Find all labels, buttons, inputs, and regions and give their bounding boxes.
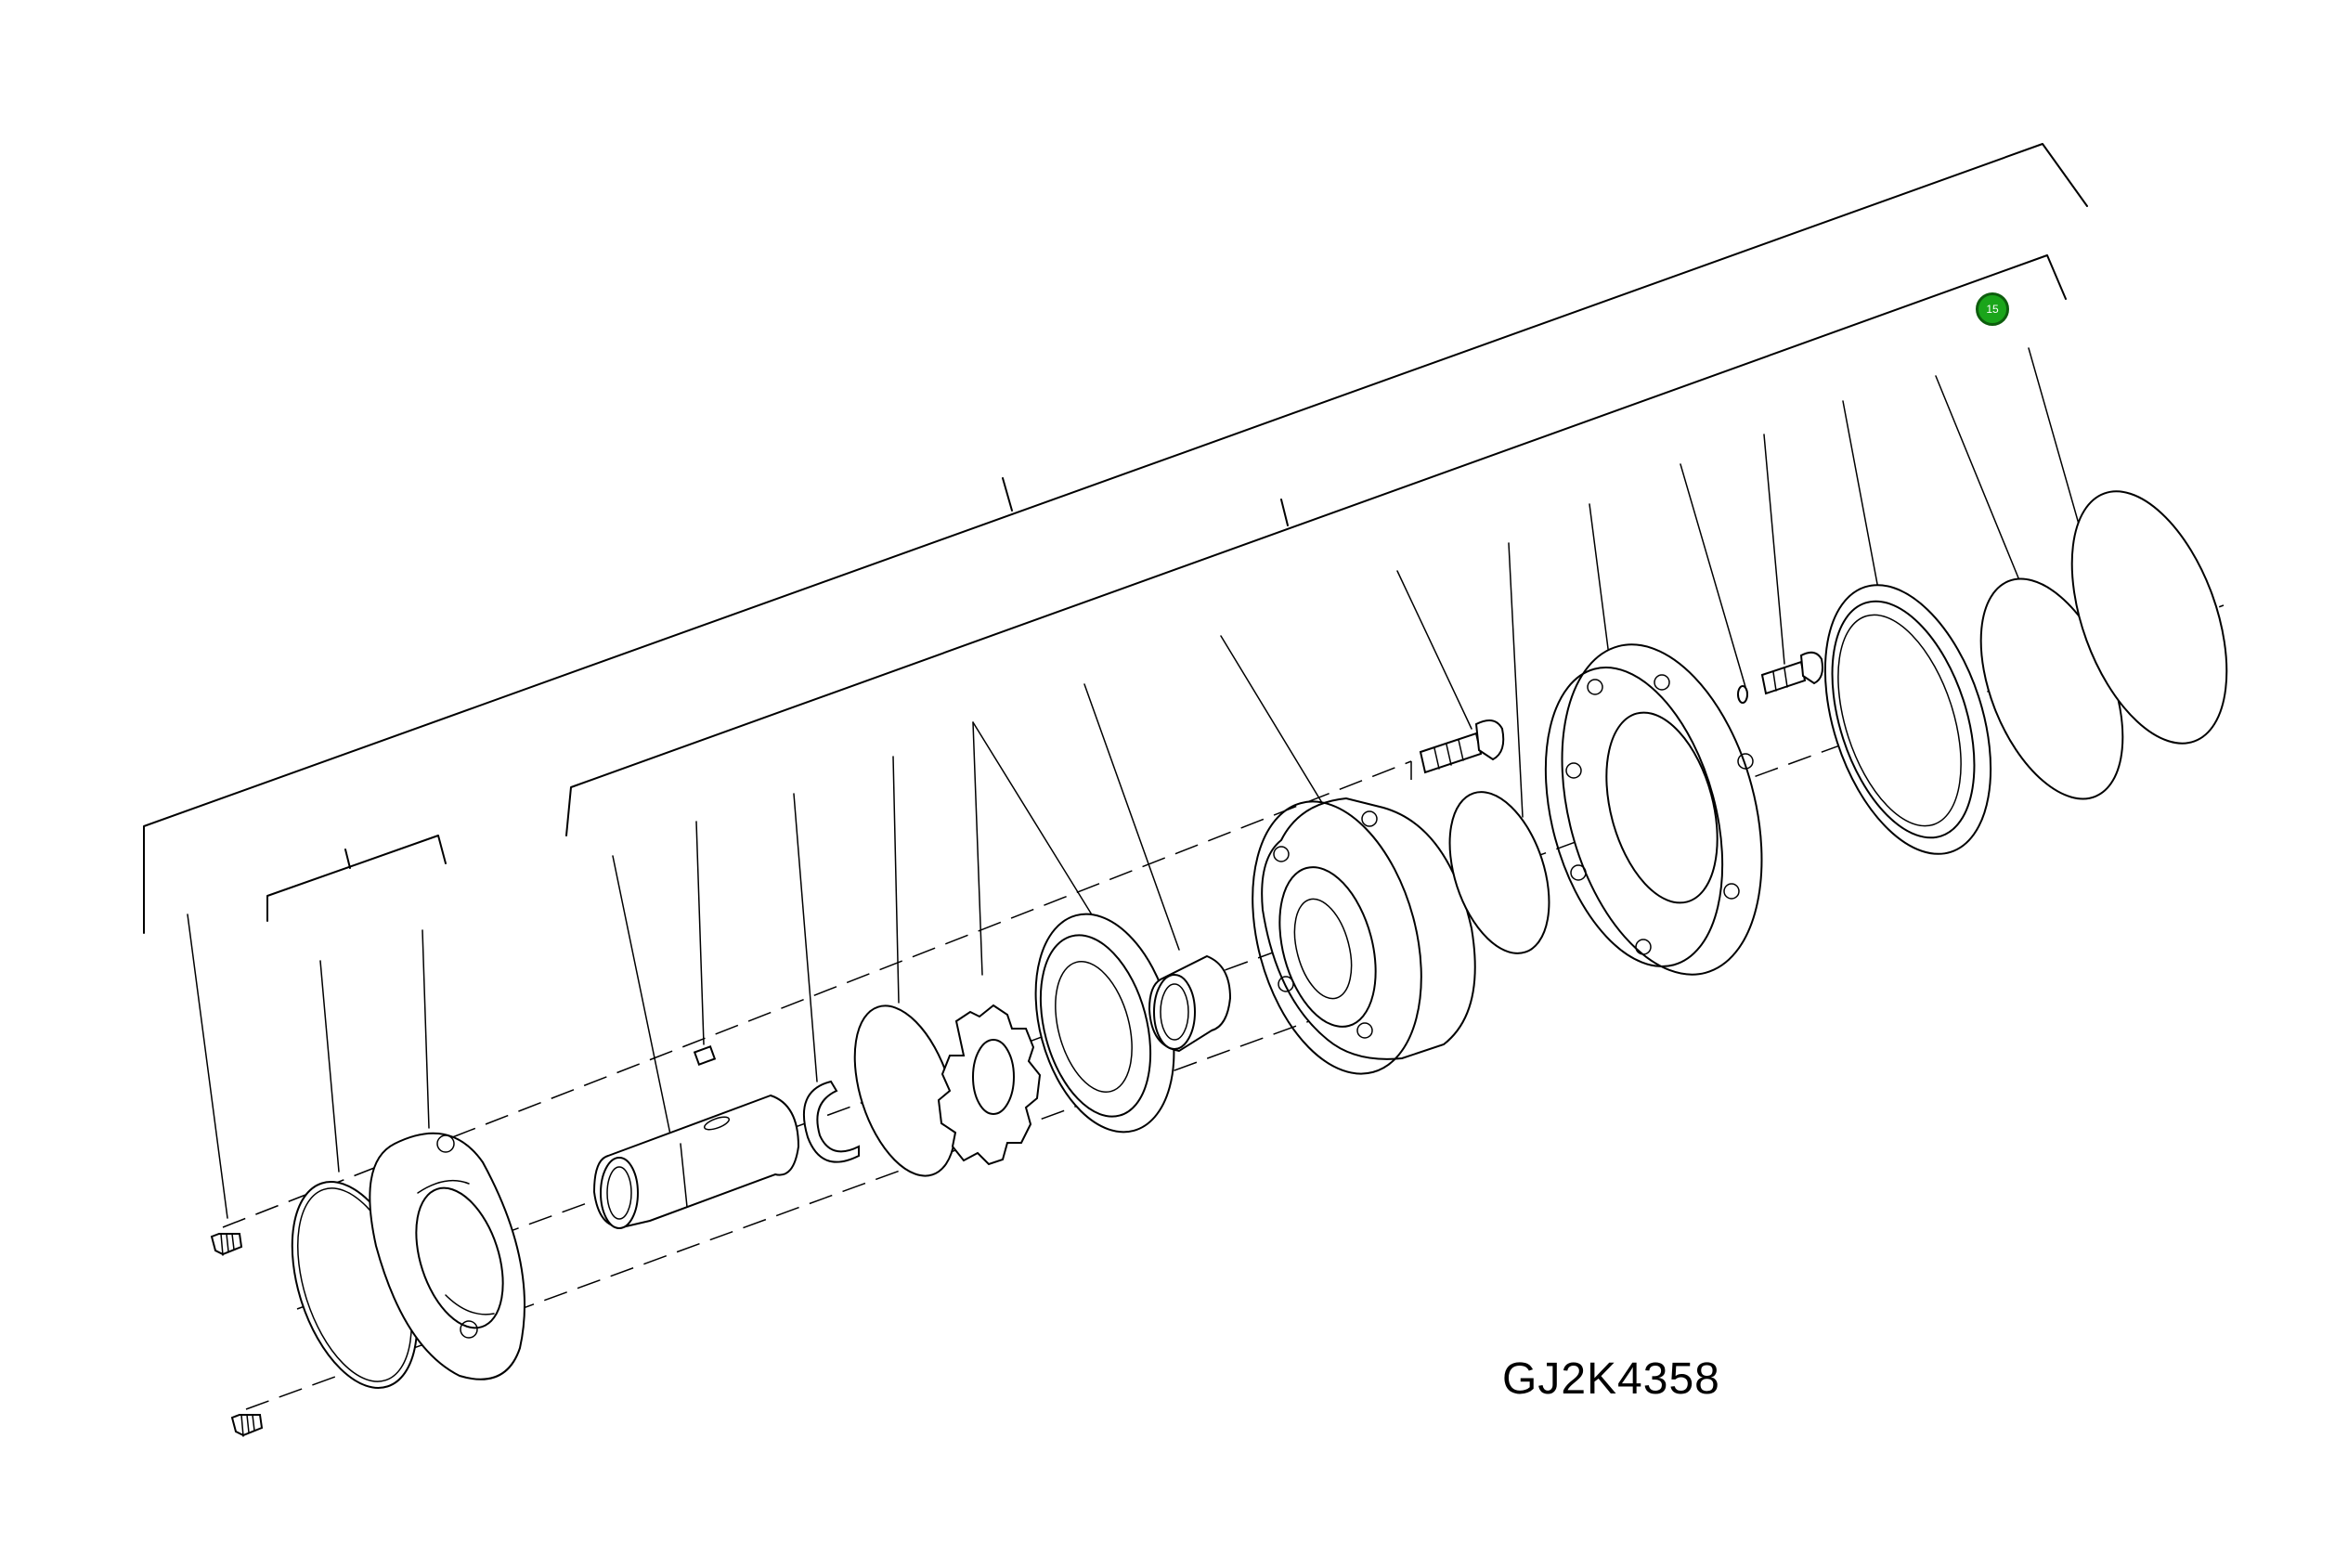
- gasket-disc: [1448, 791, 1550, 954]
- leader-lines: [187, 347, 2081, 1219]
- drawing-number: GJ2K4358: [1502, 1354, 1720, 1404]
- motor-housing: [1252, 797, 1476, 1075]
- flat-head-screw-top: [210, 1233, 243, 1256]
- assembly-bracket-outer: [143, 143, 2088, 934]
- end-cover-plate: [369, 1132, 525, 1380]
- inner-gear: [937, 1004, 1042, 1166]
- shaft-key: [693, 1045, 717, 1066]
- callout-badge-15[interactable]: 15: [1976, 292, 2009, 326]
- seal-ring: [2070, 490, 2228, 745]
- bushing: [1148, 954, 1232, 1053]
- assembly-bracket-inner: [565, 254, 2067, 836]
- lock-washer: [1737, 685, 1748, 704]
- flat-head-screw-bottom: [230, 1414, 264, 1437]
- assembly-bracket-front: [266, 835, 447, 922]
- shaft-seal: [1823, 584, 1992, 855]
- cap-screw-1: [1419, 719, 1505, 774]
- input-shaft: [592, 1094, 800, 1229]
- snap-ring: [802, 1080, 860, 1163]
- cap-screw-2: [1760, 651, 1823, 695]
- mounting-flange: [1544, 643, 1763, 976]
